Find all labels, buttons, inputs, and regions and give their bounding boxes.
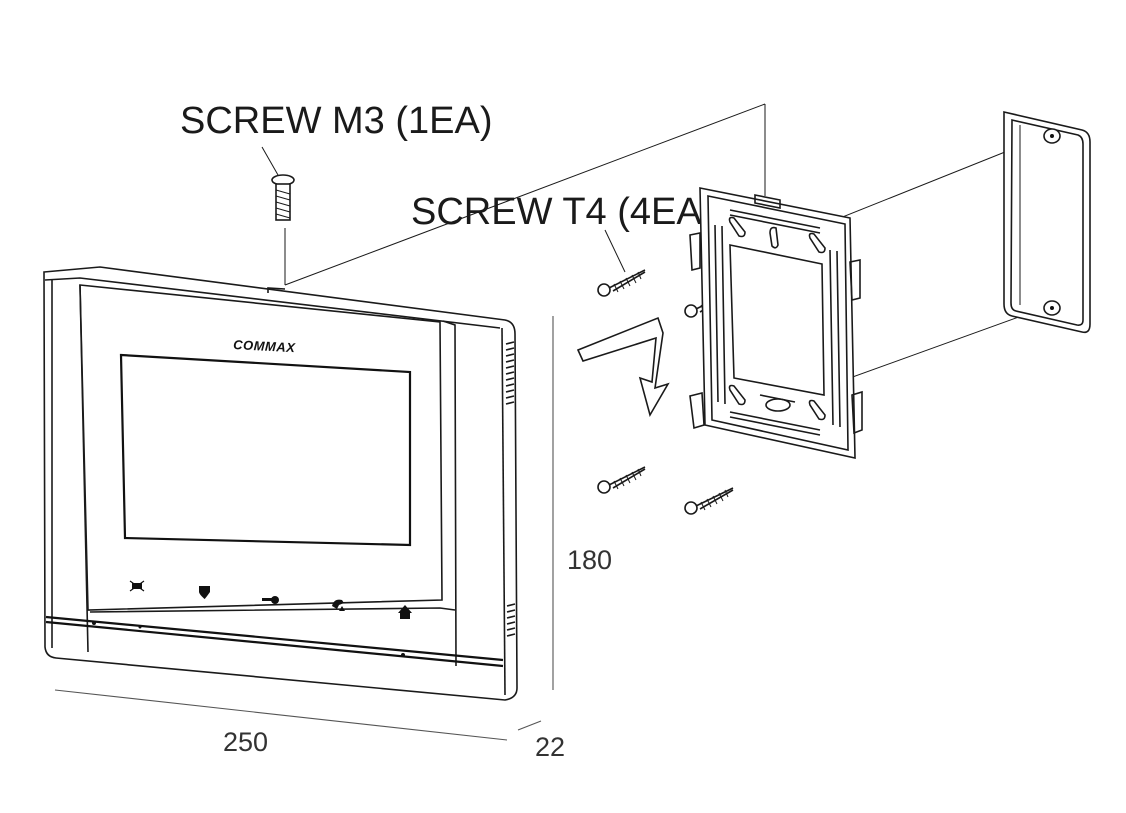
dimension-depth: 22 [535, 732, 565, 762]
screw-t4-a [597, 229, 646, 297]
door-key-icon[interactable] [262, 596, 279, 604]
wall-box [1003, 110, 1091, 334]
mount-direction-arrow [576, 316, 670, 418]
video-monitor: COMMAX [43, 266, 518, 701]
screw-m3-label: SCREW M3 (1EA) [180, 100, 492, 142]
intercom-icon[interactable] [129, 580, 145, 592]
screw-t4-d [684, 487, 734, 515]
dimension-lines [54, 316, 554, 741]
brand-logo: COMMAX [233, 337, 297, 355]
screw-t4-c [597, 466, 646, 494]
dimension-height: 180 [567, 545, 612, 575]
wall-bracket [689, 187, 863, 459]
shield-icon[interactable] [199, 586, 210, 599]
dimension-width: 250 [223, 727, 268, 757]
screw-t4-label: SCREW T4 (4EA) [411, 191, 714, 233]
handset-icon[interactable] [332, 599, 345, 611]
screw-m3 [261, 146, 295, 285]
home-icon[interactable] [398, 605, 412, 619]
